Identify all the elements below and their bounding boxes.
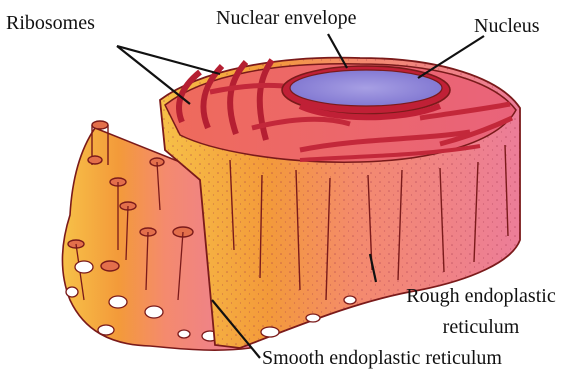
nuclear-envelope-label: Nuclear envelope <box>216 8 356 28</box>
ribosomes-leader-2 <box>117 46 190 104</box>
ribosomes-leader-1 <box>117 46 220 74</box>
smooth-er-label: Smooth endoplastic reticulum <box>262 348 502 368</box>
rough-er-label-line2: reticulum <box>380 317 582 337</box>
nucleus-label: Nucleus <box>474 16 540 36</box>
ribosomes-label: Ribosomes <box>6 13 95 33</box>
rough-er-label-line1: Rough endoplastic <box>380 286 582 306</box>
